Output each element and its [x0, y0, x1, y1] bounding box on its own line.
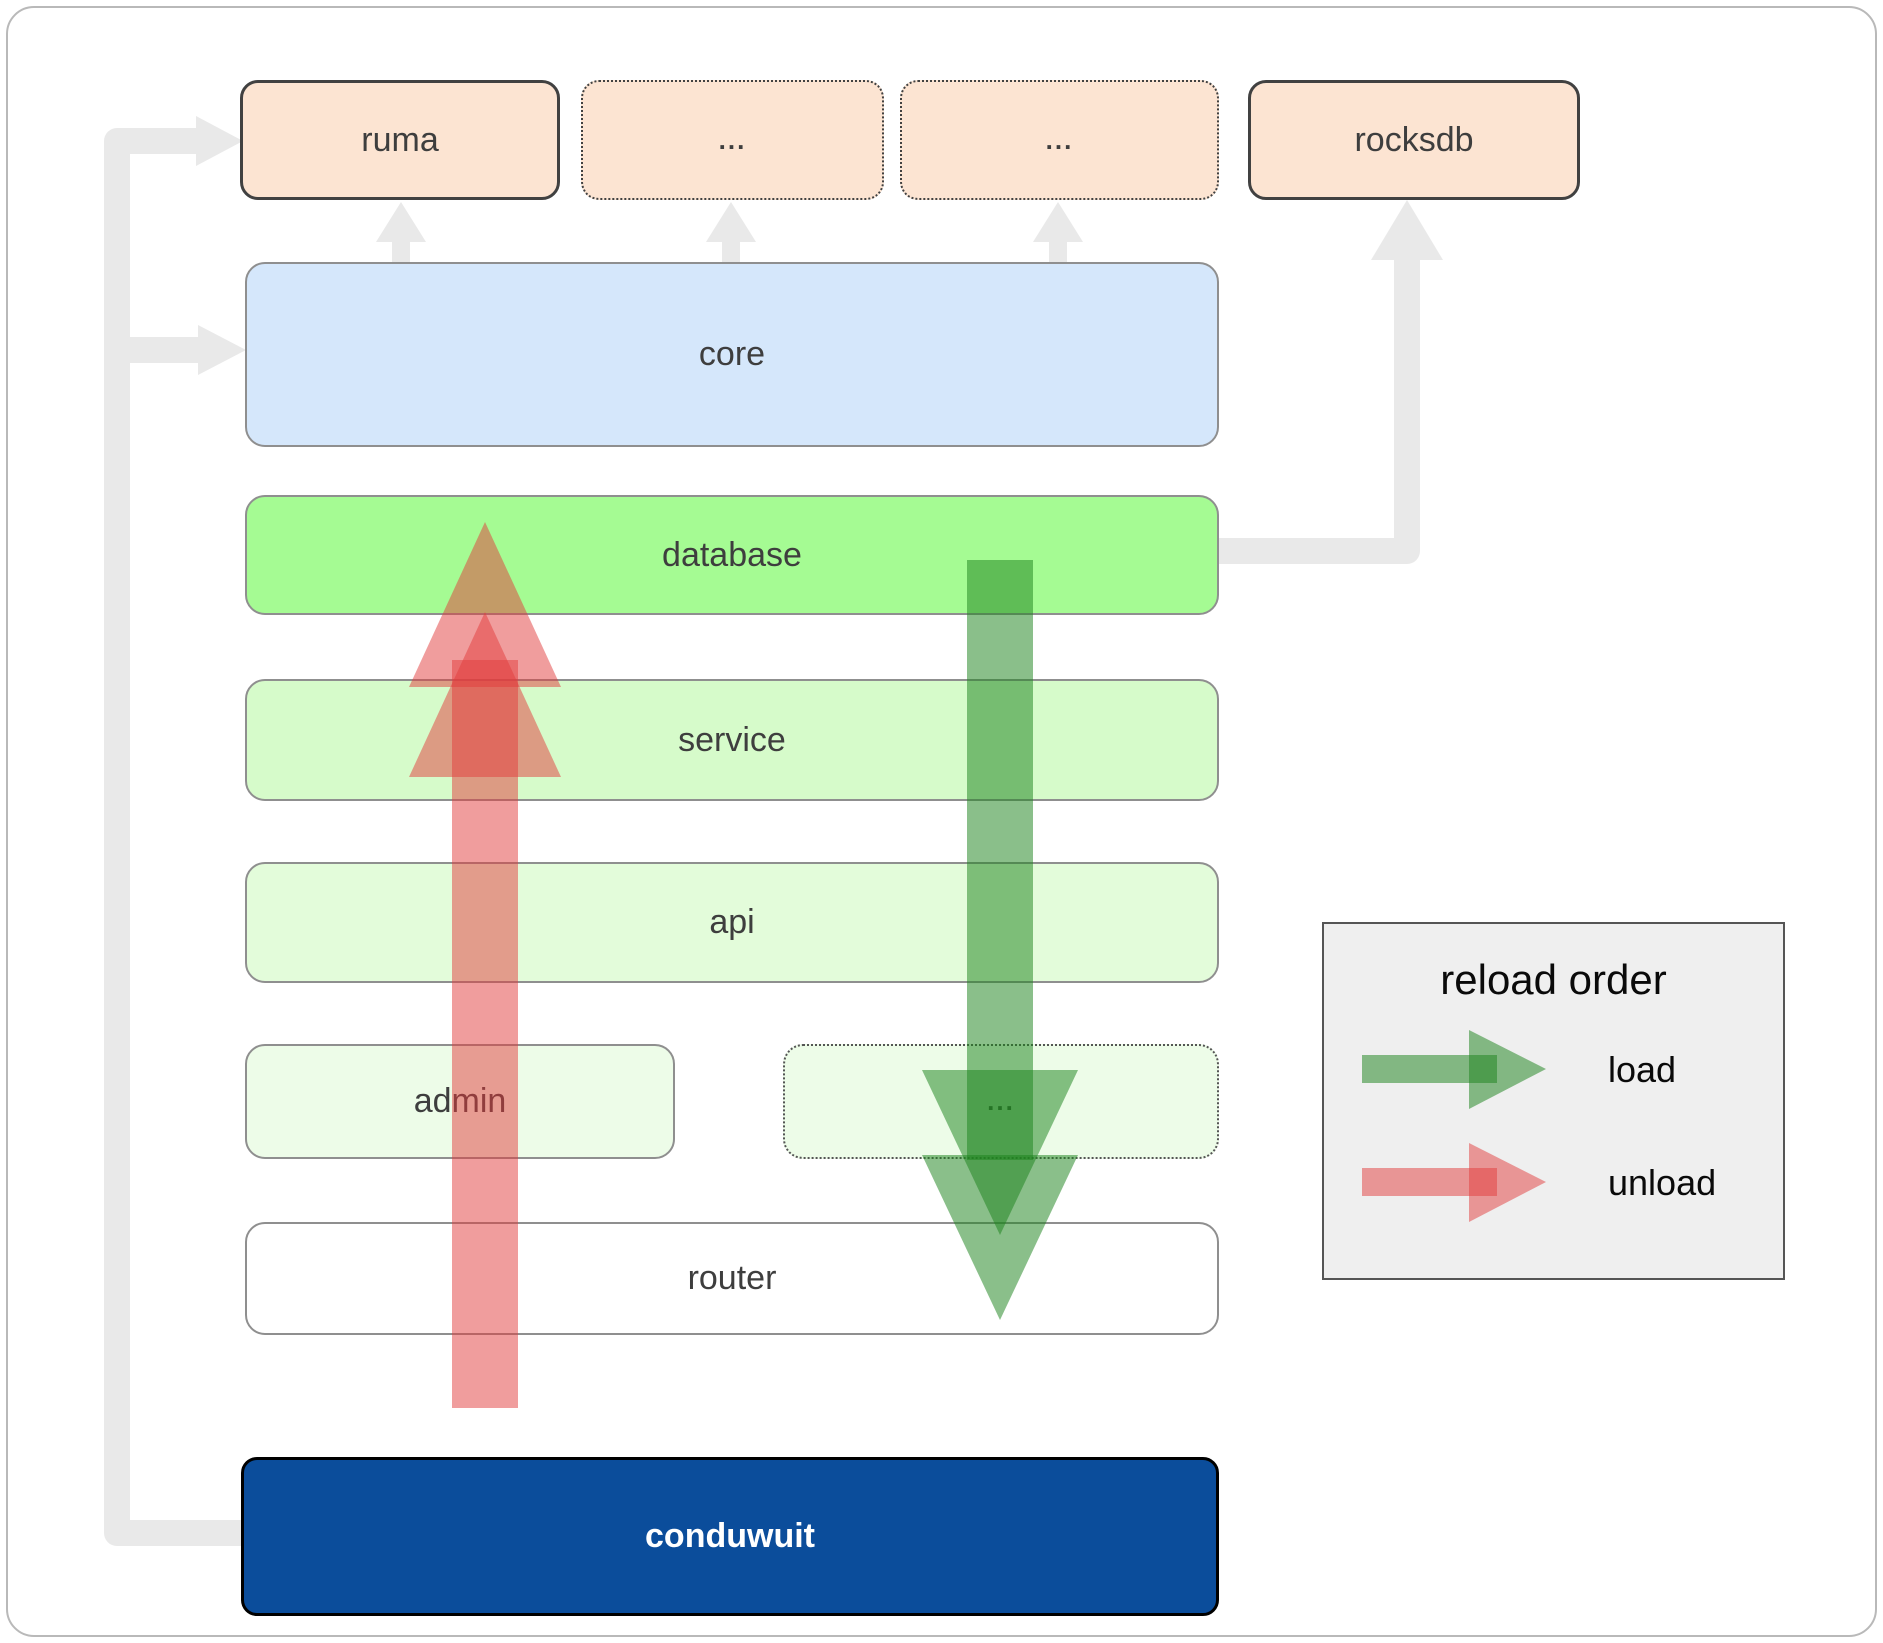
node-deps-dots-1: ...: [581, 80, 884, 200]
node-rocksdb-label: rocksdb: [1354, 120, 1474, 159]
diagram-outer-border: [6, 6, 1877, 1637]
node-admin: admin: [245, 1044, 675, 1159]
node-api-label: api: [709, 903, 755, 941]
node-api: api: [245, 862, 1219, 983]
node-database-label: database: [662, 535, 802, 574]
node-database: database: [245, 495, 1219, 615]
node-rocksdb: rocksdb: [1248, 80, 1580, 200]
node-deps-dots-2-label: ...: [1045, 124, 1074, 155]
node-deps-dots-2: ...: [900, 80, 1219, 200]
node-service-dots-label: ...: [987, 1086, 1015, 1116]
node-deps-dots-1-label: ...: [718, 124, 747, 155]
node-conduwuit: conduwuit: [241, 1457, 1219, 1616]
legend-load-label: load: [1608, 1048, 1677, 1090]
legend: reload order load unload: [1322, 922, 1785, 1280]
legend-unload-label: unload: [1608, 1161, 1717, 1203]
node-core: core: [245, 262, 1219, 447]
unload-arrow-icon: [1362, 1143, 1546, 1222]
node-core-label: core: [698, 335, 766, 373]
node-ruma: ruma: [240, 80, 560, 200]
node-service-dots: ...: [783, 1044, 1219, 1159]
node-conduwuit-label: conduwuit: [645, 1517, 815, 1555]
load-arrow-icon: [1362, 1030, 1546, 1109]
node-router: router: [245, 1222, 1219, 1335]
legend-row-unload: unload: [1354, 1135, 1716, 1230]
node-admin-label: admin: [413, 1082, 507, 1120]
legend-row-load: load: [1354, 1022, 1676, 1117]
node-service-label: service: [678, 720, 786, 759]
node-ruma-label: ruma: [361, 120, 439, 159]
node-router-label: router: [687, 1259, 777, 1297]
legend-title: reload order: [1440, 956, 1667, 1003]
node-service: service: [245, 679, 1219, 801]
